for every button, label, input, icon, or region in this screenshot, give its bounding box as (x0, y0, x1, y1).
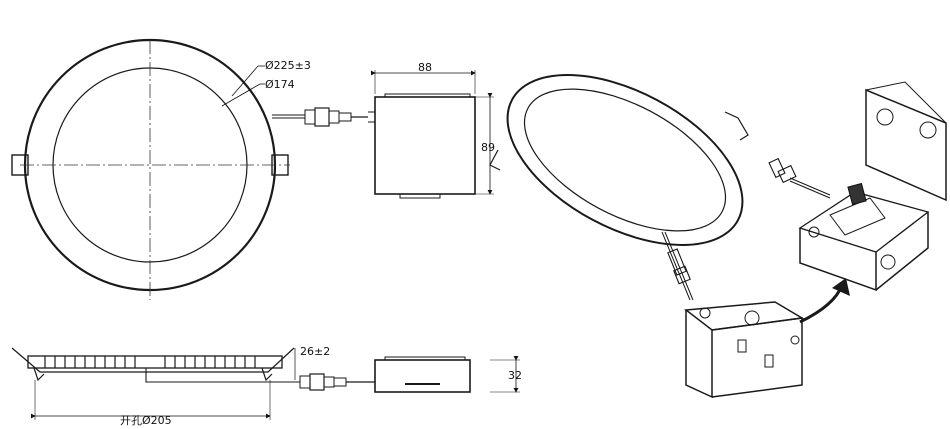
panel-rim (506, 74, 744, 246)
cable-connector (304, 107, 368, 127)
box-side (875, 212, 929, 291)
junction-box-front: 88 89 (368, 61, 495, 199)
box-left-face (685, 310, 713, 399)
junction-box-side: 32 (374, 356, 522, 393)
open-arrow-icon (832, 278, 850, 296)
box-lid (865, 88, 947, 202)
left-spring (33, 367, 45, 382)
panel-clip-right (724, 111, 749, 141)
box-front (799, 228, 877, 292)
panel-profile (27, 355, 283, 369)
outer-ring (23, 38, 277, 292)
inner-leader (221, 83, 261, 107)
panel-clip-left (489, 149, 501, 171)
outer-diameter-label: Ø225±3 (265, 59, 311, 72)
panel-lens (523, 88, 727, 232)
right-spring (261, 367, 273, 382)
box-width-label: 88 (418, 61, 432, 74)
front-view: Ø225±3 Ø174 (11, 38, 368, 300)
side-view: 26±2 开孔Ø205 (11, 345, 375, 427)
clip-height-label: 26±2 (300, 345, 330, 358)
box-front-face (711, 317, 803, 398)
box-side-body (374, 359, 471, 393)
perspective-panel (489, 74, 749, 301)
outer-leader (231, 65, 259, 97)
box-depth-label: 32 (508, 369, 522, 382)
inner-diameter-label: Ø174 (265, 78, 295, 91)
box-connector (768, 157, 797, 184)
cutout-diameter-label: 开孔Ø205 (120, 414, 172, 427)
junction-box-closed (684, 301, 805, 399)
terminal-block (847, 182, 867, 206)
box-height-label: 89 (481, 141, 495, 154)
side-connector (299, 373, 375, 391)
junction-box-open (768, 81, 947, 292)
panel-connector (667, 248, 691, 285)
open-arrow-shaft (799, 284, 844, 324)
heat-fins (44, 356, 256, 368)
box-body (374, 96, 476, 195)
